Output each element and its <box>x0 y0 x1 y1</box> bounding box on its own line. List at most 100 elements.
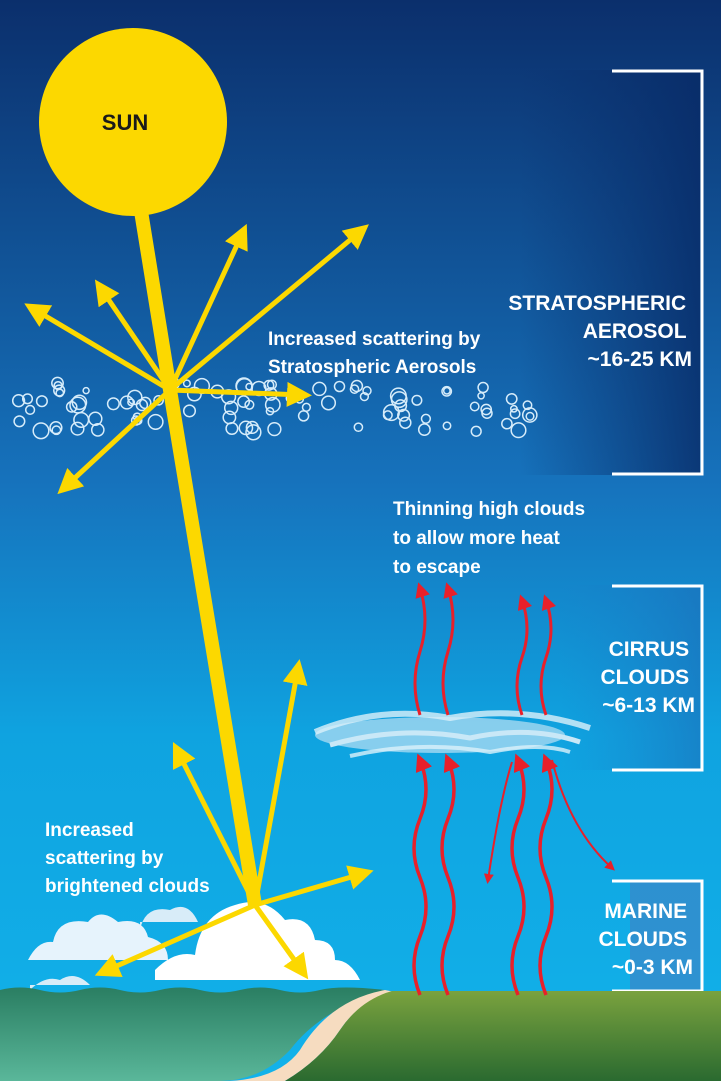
aerosol-particle <box>11 394 26 408</box>
aerosol-particle <box>265 406 275 416</box>
aerosol-particle <box>182 379 191 388</box>
aerosol-particle <box>127 398 136 407</box>
aerosol-particle <box>238 420 254 436</box>
cirrus-bracket <box>612 584 704 772</box>
heat-arrow-lower <box>538 753 559 996</box>
scattered-light-arrow <box>94 279 173 392</box>
heat-arrow-escaping <box>539 594 557 716</box>
aerosol-particle <box>153 394 164 406</box>
aerosol-particle <box>505 392 518 405</box>
scattered-light-arrow <box>57 388 172 495</box>
aerosol-particle <box>320 395 337 411</box>
land <box>285 991 721 1081</box>
aerosol-particle <box>13 415 26 428</box>
heat-arrow-escaping <box>413 582 430 716</box>
aerosol-particle <box>522 400 533 411</box>
aerosol-particle <box>139 396 152 410</box>
aerosol-particle <box>359 391 370 402</box>
aerosol-particle <box>442 421 452 431</box>
aerosol-particle <box>353 422 364 433</box>
aerosol-particle <box>32 422 50 440</box>
cirrus-cloud <box>313 710 591 758</box>
aerosol-particle <box>223 400 239 416</box>
heat-arrow-lower <box>440 753 461 996</box>
aerosol-particle <box>481 407 493 419</box>
aerosol-particle <box>71 394 88 411</box>
marine-clouds <box>28 902 360 990</box>
scattered-light-arrow <box>172 741 258 907</box>
aerosol-particle <box>390 391 408 409</box>
aerosol-particle <box>82 386 90 395</box>
aerosol-particle <box>35 395 48 408</box>
aerosol-particle <box>417 423 431 437</box>
marine-label: MARINE CLOUDS ~0-3 KM <box>598 900 693 979</box>
aerosol-particle <box>225 421 239 436</box>
aerosol-particle <box>49 421 63 435</box>
aerosol-particle <box>349 384 360 394</box>
heat-arrow-escaping <box>441 582 458 716</box>
aerosol-particle <box>333 380 346 393</box>
scattered-light-arrow <box>168 224 369 392</box>
aerosol-particle <box>147 413 164 430</box>
scattered-light-arrow <box>169 381 312 407</box>
heat-arrow-reflected <box>483 761 513 884</box>
scattered-light-arrow <box>254 865 374 908</box>
aerosol-particle <box>24 404 36 416</box>
scattered-light-arrow <box>94 902 257 977</box>
aerosol-particle <box>501 417 513 430</box>
aerosol-particle <box>127 389 143 406</box>
sun <box>39 28 227 216</box>
aerosol-particle <box>477 381 489 394</box>
aerosol-particle <box>525 411 535 421</box>
heat-arrows <box>412 582 615 996</box>
aerosol-particle <box>245 424 262 441</box>
cirrus-label: CIRRUS CLOUDS ~6-13 KM <box>600 638 695 717</box>
aerosol-particle <box>510 422 527 439</box>
aerosol-particle <box>263 379 275 391</box>
stratospheric-scattering-text: Increased scattering by Stratospheric Ae… <box>268 329 486 378</box>
aerosol-particle <box>73 411 90 428</box>
scattered-light-arrow <box>24 303 172 393</box>
aerosol-particle <box>397 408 411 422</box>
heat-arrow-escaping <box>515 594 533 716</box>
beach <box>230 990 395 1081</box>
cirrus-band <box>560 585 700 770</box>
stratospheric-bracket <box>612 69 704 476</box>
aerosol-particle <box>186 386 202 402</box>
sunlight-rays <box>24 203 374 980</box>
aerosol-particle <box>441 385 453 397</box>
aerosol-particle <box>399 416 412 429</box>
aerosol-particle <box>264 396 281 413</box>
aerosol-particle <box>420 413 432 424</box>
aerosol-particle <box>237 395 251 409</box>
heat-arrow-lower <box>412 753 433 996</box>
aerosol-particle <box>51 425 62 436</box>
aerosol-particle <box>382 404 400 422</box>
aerosol-particle <box>55 388 65 398</box>
aerosol-particle <box>267 421 282 437</box>
aerosol-particle <box>362 386 372 396</box>
heat-arrow-reflected <box>551 759 615 871</box>
scattered-light-arrow <box>252 903 309 980</box>
aerosol-particle <box>182 404 197 418</box>
aerosol-particle <box>411 394 423 406</box>
aerosol-particle <box>470 425 482 437</box>
stratosphere-band <box>520 70 700 475</box>
thinning-clouds-text: Thinning high clouds to allow more heat … <box>393 499 590 578</box>
scattered-light-arrow <box>252 659 308 906</box>
aerosol-particle <box>442 386 451 395</box>
marine-band <box>630 880 700 990</box>
aerosol-particle <box>70 421 85 436</box>
aerosol-particle <box>521 407 538 423</box>
aerosol-particle <box>119 395 135 410</box>
ocean <box>0 987 385 1081</box>
aerosol-particle <box>469 401 480 412</box>
scattered-light-arrow <box>167 223 248 392</box>
stratospheric-label: STRATOSPHERIC AEROSOL ~16-25 KM <box>508 292 692 371</box>
aerosol-particle <box>90 423 105 437</box>
sun-label: SUN <box>102 110 148 135</box>
aerosol-particle <box>312 381 327 397</box>
aerosol-particle <box>297 410 310 422</box>
